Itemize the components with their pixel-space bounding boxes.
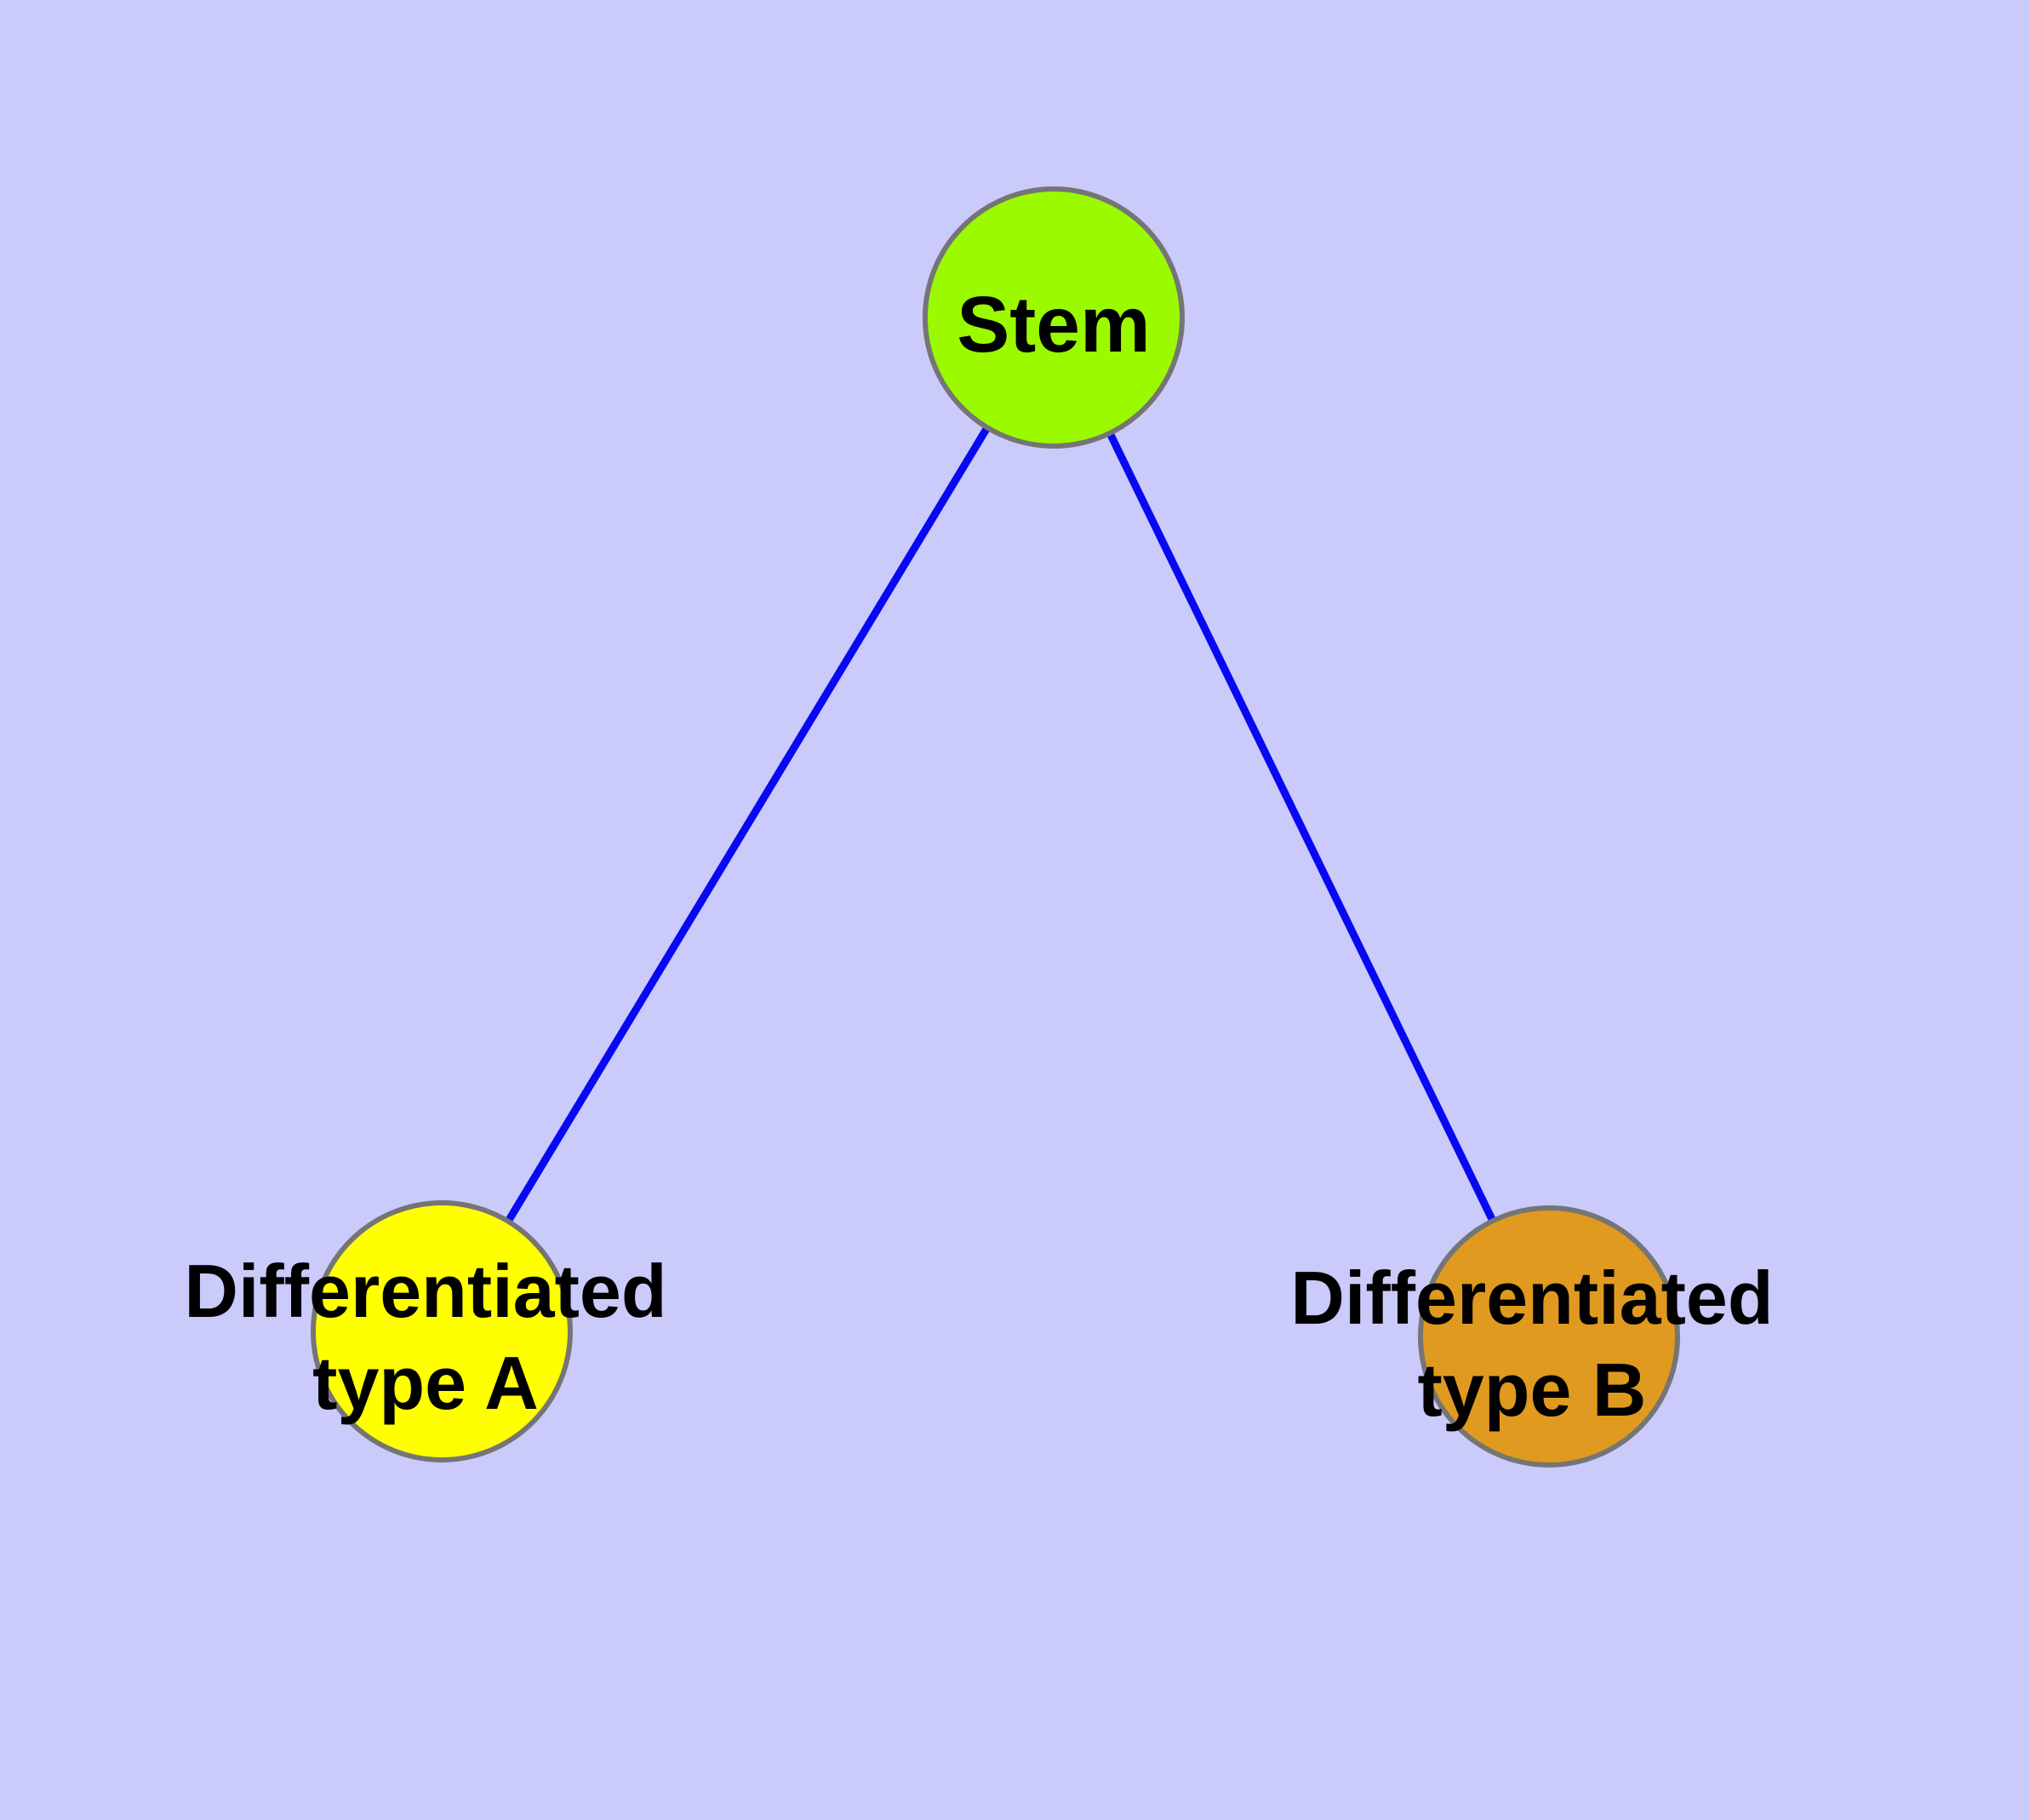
- node-differentiated-type-a: Differentiated type A: [184, 1200, 667, 1462]
- node-stem: Stem: [923, 186, 1185, 449]
- node-type-b-label-line1: Differentiated: [1290, 1256, 1773, 1340]
- node-type-b-label-line2: type B: [1418, 1348, 1647, 1432]
- node-type-a-circle: [311, 1200, 573, 1462]
- node-stem-label: Stem: [957, 280, 1150, 369]
- node-differentiated-type-b: Differentiated type B: [1290, 1205, 1774, 1468]
- node-type-b-circle: [1418, 1205, 1680, 1468]
- edge-stem-to-type-a: [438, 315, 1057, 1334]
- edge-stem-to-type-b: [1049, 316, 1553, 1338]
- node-type-a-label-line1: Differentiated: [184, 1249, 666, 1333]
- node-type-a-label-line2: type A: [312, 1341, 539, 1425]
- node-stem-circle: [923, 186, 1185, 449]
